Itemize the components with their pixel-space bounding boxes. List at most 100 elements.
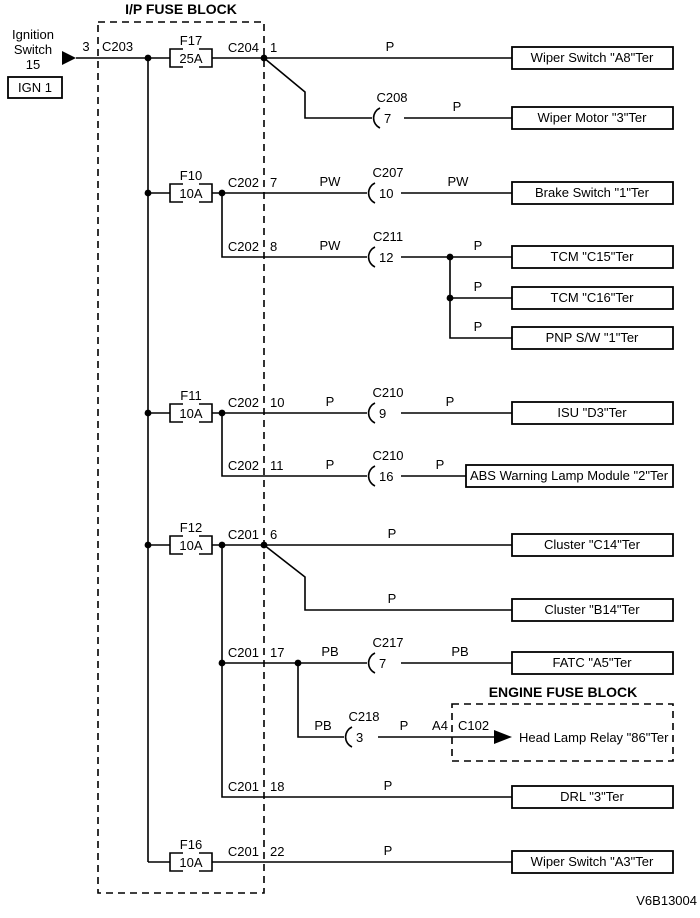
- source-name-line3: 15: [26, 57, 40, 72]
- connector-pin: 9: [379, 406, 386, 421]
- wire-color-label: P: [474, 279, 483, 294]
- connector-c218: C218 3: [344, 709, 380, 748]
- wire-color-label: P: [388, 526, 397, 541]
- wire-color-label: P: [326, 457, 335, 472]
- fuse-name: F17: [180, 33, 202, 48]
- pin-label: 8: [270, 239, 277, 254]
- target-label: PNP S/W "1"Ter: [546, 330, 639, 345]
- fuse-rating: 10A: [179, 538, 202, 553]
- fuse-f17: F17 25A: [169, 33, 213, 68]
- wire-color-label: P: [474, 319, 483, 334]
- target-label: Wiper Switch "A3"Ter: [531, 854, 654, 869]
- target-box-brake-switch: [511, 181, 674, 205]
- wire-color-label: PW: [320, 238, 342, 253]
- target-box-wiper-switch-a8: [511, 46, 674, 70]
- target-label: FATC "A5"Ter: [552, 655, 632, 670]
- connector-c208: C208 7: [372, 90, 408, 129]
- engine-fuse-block-title: ENGINE FUSE BLOCK: [489, 684, 638, 700]
- connector-pin: 16: [379, 469, 393, 484]
- target-label-head-lamp-relay: Head Lamp Relay "86"Ter: [519, 730, 669, 745]
- fuse-f11: F11 10A: [169, 388, 213, 423]
- wire-color-label: P: [436, 457, 445, 472]
- connector-label: C210: [372, 385, 403, 400]
- connector-c211: C211 12: [367, 229, 403, 268]
- connector-pin: 7: [379, 656, 386, 671]
- target-label: Cluster "B14"Ter: [544, 602, 640, 617]
- connector-pin: 10: [379, 186, 393, 201]
- fuse-f12: F12 10A: [169, 520, 213, 555]
- connector-c210-16: C210 16: [367, 448, 404, 487]
- wire-labels: C204 1 P P C202 7 PW PW C202 8 PW P P P …: [228, 39, 489, 859]
- target-box-cluster-c14: [511, 533, 674, 557]
- connector-pin: 12: [379, 250, 393, 265]
- source-name-line2: Switch: [14, 42, 52, 57]
- pin-label: 10: [270, 395, 284, 410]
- ignition-source: Ignition Switch 15 IGN 1 3 C203: [7, 27, 133, 99]
- target-box-abs-warning-lamp: [465, 464, 674, 488]
- wire-color-label: P: [326, 394, 335, 409]
- fuse-rating: 10A: [179, 186, 202, 201]
- ip-fuse-block-outline: [97, 21, 265, 894]
- target-label: TCM "C16"Ter: [551, 290, 635, 305]
- wire-color-label: PB: [451, 644, 468, 659]
- pin-label: 22: [270, 844, 284, 859]
- connector-label: C207: [372, 165, 403, 180]
- target-box-drl: [511, 785, 674, 809]
- target-label: ABS Warning Lamp Module "2"Ter: [470, 468, 669, 483]
- connector-c203-label: C203: [102, 39, 133, 54]
- target-boxes: Wiper Switch "A8"Ter Wiper Motor "3"Ter …: [465, 46, 674, 874]
- wire-color-label: P: [453, 99, 462, 114]
- ign1-badge-label: IGN 1: [18, 80, 52, 95]
- connector-c201-label: C201: [228, 645, 259, 660]
- junction-dots: [144, 54, 454, 667]
- connector-c202-label: C202: [228, 239, 259, 254]
- target-box-tcm-c16: [511, 286, 674, 310]
- wire-color-label: P: [400, 718, 409, 733]
- pin-label: 1: [270, 40, 277, 55]
- fuse-name: F11: [180, 388, 201, 403]
- wire-color-label: P: [384, 843, 393, 858]
- wire-color-label: PB: [321, 644, 338, 659]
- fuse-f10: F10 10A: [169, 168, 213, 203]
- target-label: Wiper Motor "3"Ter: [538, 110, 648, 125]
- connector-c217: C217 7: [367, 635, 404, 674]
- target-box-wiper-switch-a3: [511, 850, 674, 874]
- connector-c202-label: C202: [228, 175, 259, 190]
- wire-color-label: PB: [314, 718, 331, 733]
- wire-color-label: P: [386, 39, 395, 54]
- target-label: Cluster "C14"Ter: [544, 537, 641, 552]
- target-box-wiper-motor: [511, 106, 674, 130]
- pin-label: 11: [270, 458, 284, 473]
- pin-label: 7: [270, 175, 277, 190]
- target-box-isu: [511, 401, 674, 425]
- connector-label: C218: [348, 709, 379, 724]
- target-label: Brake Switch "1"Ter: [535, 185, 650, 200]
- wire-color-label: P: [446, 394, 455, 409]
- target-box-tcm-c15: [511, 245, 674, 269]
- connector-label: C210: [372, 448, 403, 463]
- target-label: DRL "3"Ter: [560, 789, 624, 804]
- pin-label: 17: [270, 645, 284, 660]
- fuse-f16: F16 10A: [169, 837, 213, 872]
- ip-fuse-block-title: I/P FUSE BLOCK: [125, 1, 237, 17]
- document-id: V6B13004: [636, 893, 697, 908]
- connector-c201-label: C201: [228, 779, 259, 794]
- connector-c207: C207 10: [367, 165, 404, 204]
- connector-label: C208: [376, 90, 407, 105]
- fuse-rating: 25A: [179, 51, 202, 66]
- fuse-rating: 10A: [179, 406, 202, 421]
- target-box-pnp-switch: [511, 326, 674, 350]
- connector-c102-label: C102: [458, 718, 489, 733]
- fuse-name: F12: [180, 520, 202, 535]
- source-pin-label: 3: [82, 39, 89, 54]
- connector-c202-label: C202: [228, 395, 259, 410]
- target-label: ISU "D3"Ter: [557, 405, 627, 420]
- target-label: Wiper Switch "A8"Ter: [531, 50, 654, 65]
- target-box-fatc: [511, 651, 674, 675]
- connector-c201-label: C201: [228, 844, 259, 859]
- head-lamp-relay-arrow-icon: [494, 730, 512, 744]
- wire-color-label: P: [384, 778, 393, 793]
- power-feed-arrow-icon: [62, 51, 76, 65]
